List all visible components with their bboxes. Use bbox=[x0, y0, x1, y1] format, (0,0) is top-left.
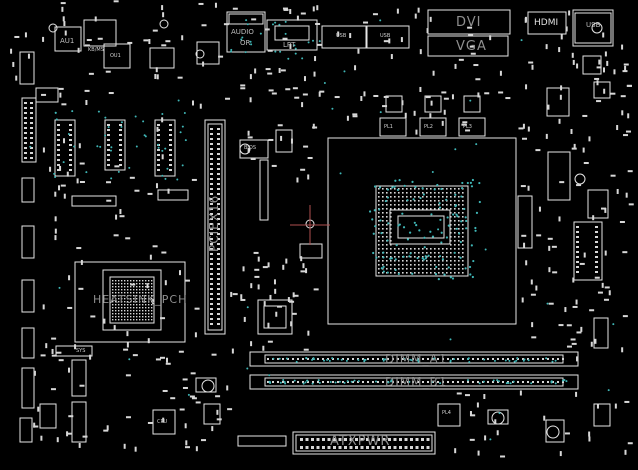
connector-usb-1 bbox=[321, 25, 367, 49]
label-bios: BIOS bbox=[244, 145, 257, 151]
cpu-socket bbox=[327, 137, 517, 325]
label-pciex16: PCIEX16 bbox=[207, 194, 221, 252]
label-dvi: DVI bbox=[456, 15, 482, 30]
vrm-bank-2 bbox=[104, 119, 126, 171]
label-hdmi: HDMI bbox=[534, 18, 559, 28]
label-cpu-fan: CPU bbox=[157, 419, 168, 425]
label-vga: VGA bbox=[456, 39, 487, 54]
label-dimm-b1: DIMM_B1 bbox=[385, 375, 448, 389]
connector-atxpwr bbox=[292, 431, 436, 455]
label-lpt: LPT bbox=[283, 41, 296, 49]
label-pl3: PL3 bbox=[463, 124, 472, 130]
connector-lpt bbox=[266, 19, 318, 51]
label-au1: AU1 bbox=[60, 37, 75, 45]
static-outlines bbox=[19, 9, 614, 455]
label-pl1: PL1 bbox=[384, 124, 393, 130]
connector-usb-right bbox=[572, 9, 614, 47]
label-heatsink: HEATSINK_PCH bbox=[93, 293, 188, 306]
pch-heatsink bbox=[74, 261, 186, 343]
chip-ou1 bbox=[103, 43, 131, 69]
label-dimm-a1: DIMM_A1 bbox=[385, 352, 448, 366]
connector-hdmi bbox=[527, 11, 567, 35]
vrm-bank-1 bbox=[54, 119, 76, 177]
label-usb-top-2: USB bbox=[380, 33, 391, 39]
label-ps2: KB/MS bbox=[88, 47, 104, 53]
via-layer bbox=[29, 19, 615, 441]
cursor-crosshair bbox=[290, 205, 330, 245]
label-usb-top: USB bbox=[336, 33, 347, 39]
pad-layer bbox=[10, 0, 634, 458]
label-pl4: PL4 bbox=[442, 410, 451, 416]
label-sys: SYS bbox=[76, 348, 86, 354]
connector-vga bbox=[427, 35, 509, 57]
connector-ps2 bbox=[83, 19, 117, 47]
label-pl2: PL2 bbox=[424, 124, 433, 130]
label-atxpwr: ATXPWR bbox=[330, 434, 391, 449]
vrm-bank-3 bbox=[154, 119, 176, 177]
connector-usb-2 bbox=[366, 25, 410, 49]
label-audio-sub: OR bbox=[240, 39, 251, 47]
chip-au1 bbox=[54, 26, 82, 52]
slot-pciex16 bbox=[204, 119, 226, 335]
slot-dimm-b1 bbox=[249, 374, 579, 390]
label-ou1: OU1 bbox=[110, 53, 121, 59]
label-audio: AUDIO bbox=[231, 28, 254, 36]
label-usb-right: USB bbox=[586, 21, 601, 29]
